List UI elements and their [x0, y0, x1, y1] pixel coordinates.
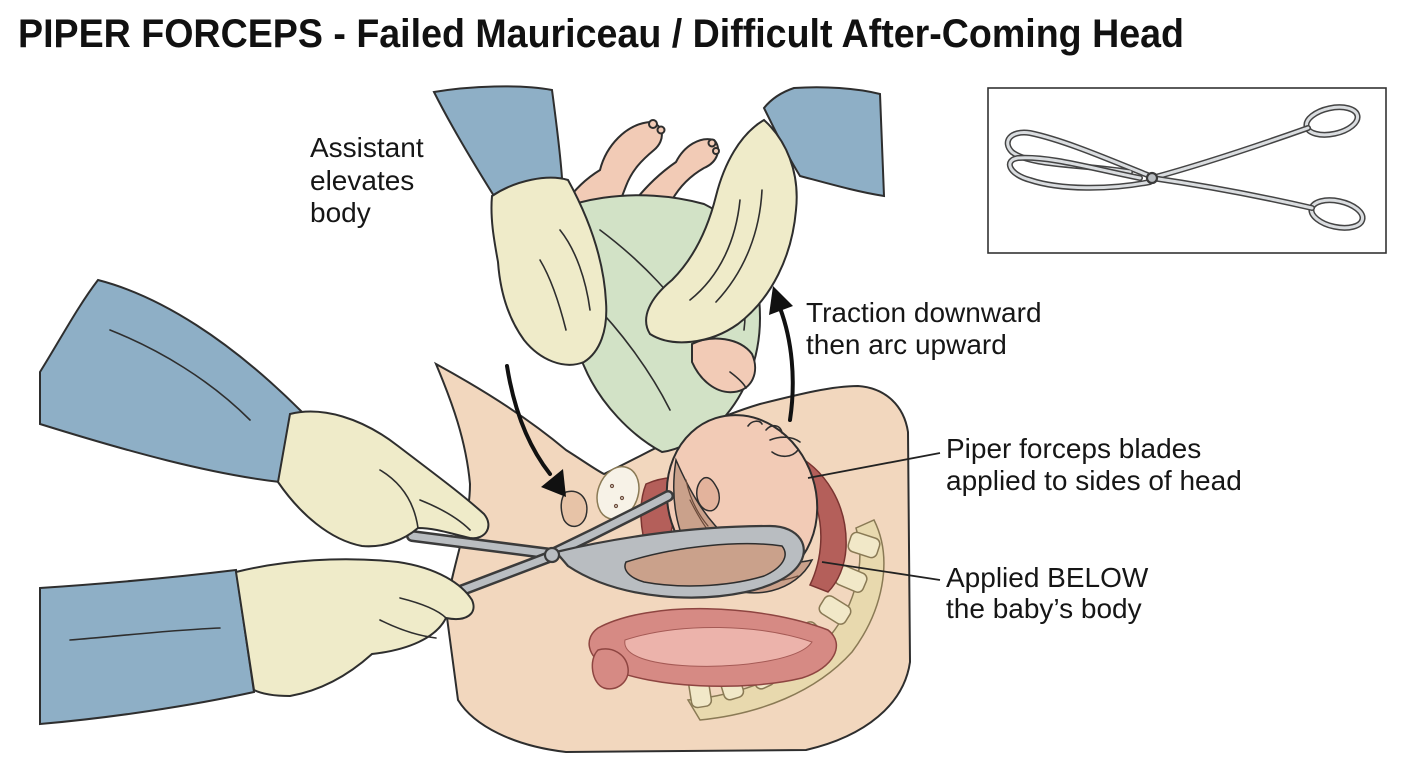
label-line: Applied BELOW [946, 562, 1149, 593]
inset-forceps-panel [987, 87, 1387, 254]
assistant-left-glove [490, 176, 608, 366]
label-line: the baby’s body [946, 593, 1142, 624]
glove-finger-line [379, 619, 437, 639]
glove-finger-line [689, 199, 741, 301]
inset-pivot [1145, 171, 1159, 185]
perineal-fold [560, 490, 588, 528]
glove-finger-line [715, 189, 763, 303]
inset-shank-lower-shine [1150, 176, 1314, 210]
sleeve-fold [109, 329, 251, 421]
label-line: Traction downward [806, 297, 1042, 328]
pubic-symphysis [596, 465, 640, 521]
leader-line-below [821, 561, 941, 581]
arrow-up-icon [769, 286, 793, 315]
forceps-far-shank [548, 492, 672, 558]
inset-shank-upper-shine [1150, 126, 1310, 180]
baby-toe [648, 119, 658, 129]
glove-finger-line [399, 597, 447, 619]
glove-finger-line [419, 499, 471, 531]
vertebra [818, 595, 852, 625]
baby-brow [769, 436, 801, 443]
operator-upper-sleeve [39, 278, 304, 484]
label-traction: Traction downward then arc upward [806, 297, 1042, 360]
rectum-lumen [624, 627, 813, 667]
baby-toe [656, 125, 666, 135]
forceps-handle-lower [448, 552, 556, 598]
baby-mouth [747, 420, 763, 427]
forceps-pivot [543, 546, 561, 564]
glove-thumb-line [379, 469, 419, 529]
baby-closed-eye [771, 449, 799, 458]
label-line: then arc upward [806, 329, 1007, 360]
hair-strand [685, 479, 709, 527]
operator-upper-glove [276, 410, 490, 548]
perineal-body [591, 648, 629, 690]
arrow-down-icon [541, 469, 566, 497]
bone-texture [609, 483, 615, 489]
page-title: PIPER FORCEPS - Failed Mauriceau / Diffi… [18, 12, 1184, 56]
bone-texture [613, 503, 619, 509]
leader-line-blades [807, 452, 941, 479]
arrow-downward-traction [505, 364, 552, 476]
baby-toe [712, 147, 720, 155]
operator-lower-sleeve [39, 568, 256, 726]
label-assistant-elevates: Assistant elevates body [310, 132, 424, 228]
glove-finger-line [539, 259, 567, 331]
baby-nose [765, 424, 783, 434]
arrow-upward-arc [778, 306, 795, 422]
assistant-right-sleeve [762, 86, 886, 198]
label-below: Applied BELOW the baby’s body [946, 562, 1149, 624]
baby-fist-crease [729, 371, 747, 389]
label-line: applied to sides of head [946, 465, 1242, 496]
assistant-right-glove [645, 118, 798, 344]
label-line: Assistant [310, 132, 424, 163]
label-line: body [310, 197, 371, 228]
forceps-handle-upper [408, 532, 556, 558]
glove-finger-line [559, 229, 591, 311]
forceps-instrument-icon [1004, 104, 1366, 231]
piper-forceps [406, 490, 805, 600]
label-blades: Piper forceps blades applied to sides of… [946, 433, 1242, 496]
label-line: Piper forceps blades [946, 433, 1201, 464]
inset-blade-lower-shine [1008, 156, 1152, 190]
vertebra [847, 531, 881, 559]
baby-ear [696, 476, 720, 512]
forceps-blade-fenestra [624, 542, 786, 587]
bone-texture [619, 495, 625, 501]
sleeve-fold [69, 627, 221, 641]
label-line: elevates [310, 165, 414, 196]
operator-lower-glove [234, 558, 475, 698]
baby-toe [707, 138, 717, 148]
